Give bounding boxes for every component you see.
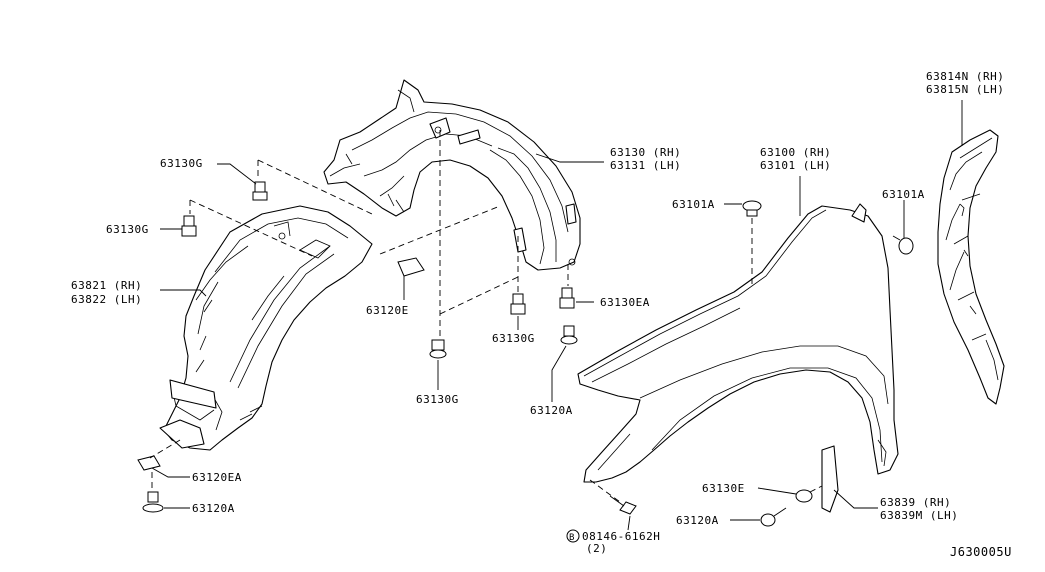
label-63130EA: 63130EA [600, 296, 650, 309]
label-63101A-a: 63101A [672, 198, 715, 211]
front-fender-liner [323, 79, 581, 271]
label-63130: 63130 (RH) [610, 146, 681, 159]
clip-63120A-b [560, 325, 578, 345]
clip-63130G-b [181, 215, 197, 237]
bolt-08146-6162H [609, 495, 637, 515]
label-63130G-a: 63130G [160, 157, 203, 170]
clip-63120EA [137, 455, 161, 471]
leader-lines [151, 100, 963, 531]
label-63130G-b: 63130G [106, 223, 149, 236]
label-63120A-c: 63120A [676, 514, 719, 527]
label-63130G-d: 63130G [492, 332, 535, 345]
label-63100: 63100 (RH) [760, 146, 831, 159]
label-63815N: 63815N (LH) [926, 83, 1004, 96]
label-63814N: 63814N (RH) [926, 70, 1004, 83]
label-63120A-a: 63120A [192, 502, 235, 515]
label-63839: 63839 (RH) [880, 496, 951, 509]
bolt-circle-letter: B [569, 533, 575, 543]
clip-63130E [795, 489, 813, 503]
label-08146-6162H: 08146-6162H [582, 530, 660, 543]
rear-fender-liner [159, 205, 373, 451]
diagram-id: J630005U [950, 545, 1012, 559]
label-63120EA: 63120EA [192, 471, 242, 484]
clip-63130G-d [510, 293, 526, 315]
bolt-callout: B 08146-6162H (2) [566, 529, 660, 555]
label-63822: 63822 (LH) [71, 293, 142, 306]
screw-63120A-a [142, 491, 164, 513]
bracket-63839 [821, 445, 839, 513]
label-63130G-c: 63130G [416, 393, 459, 406]
bolt-63101A-a [742, 200, 762, 217]
clip-63130G-a [252, 181, 268, 201]
label-63120E: 63120E [366, 304, 409, 317]
fender-seal-panel [937, 129, 1005, 405]
bolt-63101A-b [892, 235, 914, 255]
label-63101: 63101 (LH) [760, 159, 831, 172]
assembly-lines [149, 130, 823, 503]
label-63131: 63131 (LH) [610, 159, 681, 172]
clip-63130G-c [429, 339, 447, 359]
clip-63130EA [559, 287, 575, 309]
label-bolt-quantity: (2) [586, 542, 607, 555]
clip-63120E [397, 257, 425, 277]
front-fender-panel [577, 203, 899, 483]
screw-63120A-c [760, 507, 787, 527]
label-63839M: 63839M (LH) [880, 509, 958, 522]
label-63120A-b: 63120A [530, 404, 573, 417]
label-63821: 63821 (RH) [71, 279, 142, 292]
label-63130E: 63130E [702, 482, 745, 495]
label-63101A-b: 63101A [882, 188, 925, 201]
